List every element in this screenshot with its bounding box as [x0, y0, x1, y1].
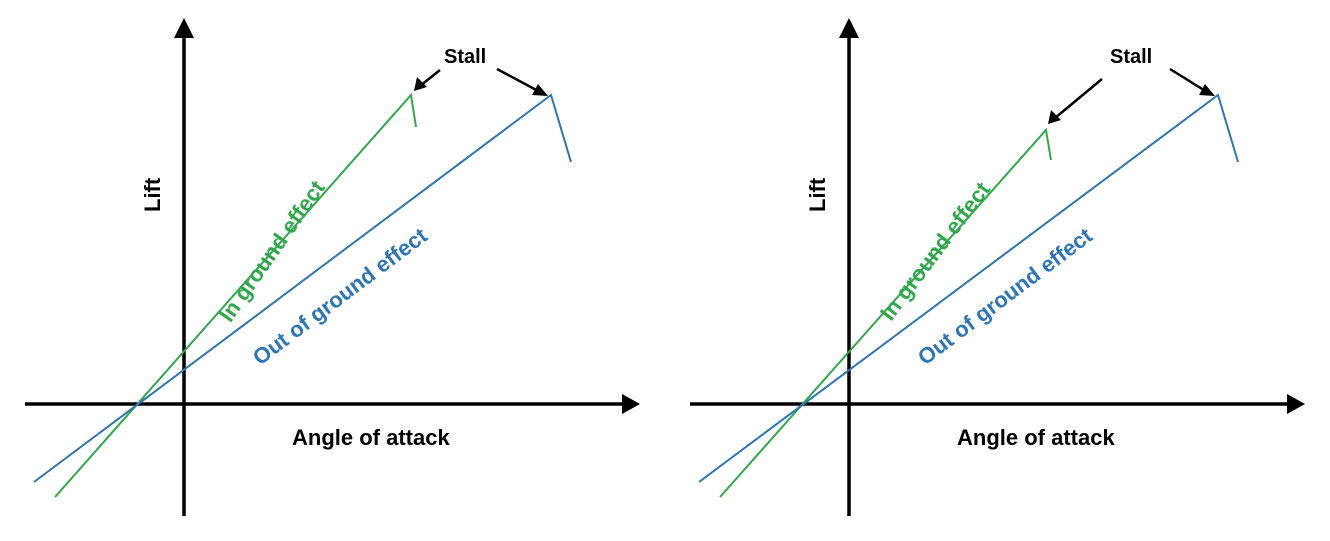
lift-vs-angle-panel-right: Angle of attack Lift Stall In ground eff… — [665, 0, 1330, 541]
x-axis-arrow-icon — [622, 394, 640, 414]
in-ground-effect-curve — [54, 92, 417, 498]
diagram-canvas-right — [690, 18, 1305, 516]
stall-arrowhead-blue-icon — [1199, 84, 1215, 96]
x-axis-label: Angle of attack — [292, 425, 450, 450]
diagram-canvas-left — [25, 18, 640, 516]
y-axis-arrow-icon — [839, 18, 859, 38]
stall-arrow-green — [419, 69, 441, 87]
stall-arrowhead-green-icon — [414, 77, 427, 91]
y-axis-label: Lift — [805, 177, 830, 212]
stall-arrow-blue — [496, 67, 541, 94]
y-axis-arrow-icon — [174, 18, 194, 38]
out-of-ground-effect-curve — [33, 93, 572, 483]
stall-arrowhead-blue-icon — [532, 84, 548, 96]
stall-label: Stall — [1110, 46, 1153, 68]
y-axis-label: Lift — [140, 177, 165, 212]
out-of-ground-effect-curve — [698, 93, 1239, 483]
stall-arrow-green — [1054, 78, 1103, 119]
stall-arrow-blue — [1169, 67, 1208, 94]
lift-vs-angle-panel-left: Angle of attack Lift Stall In ground eff… — [25, 18, 640, 516]
x-axis-arrow-icon — [1287, 394, 1305, 414]
stall-arrowhead-green-icon — [1048, 110, 1061, 124]
in-ground-effect-curve — [719, 127, 1052, 498]
stall-label: Stall — [444, 46, 487, 68]
x-axis-label: Angle of attack — [957, 425, 1115, 450]
